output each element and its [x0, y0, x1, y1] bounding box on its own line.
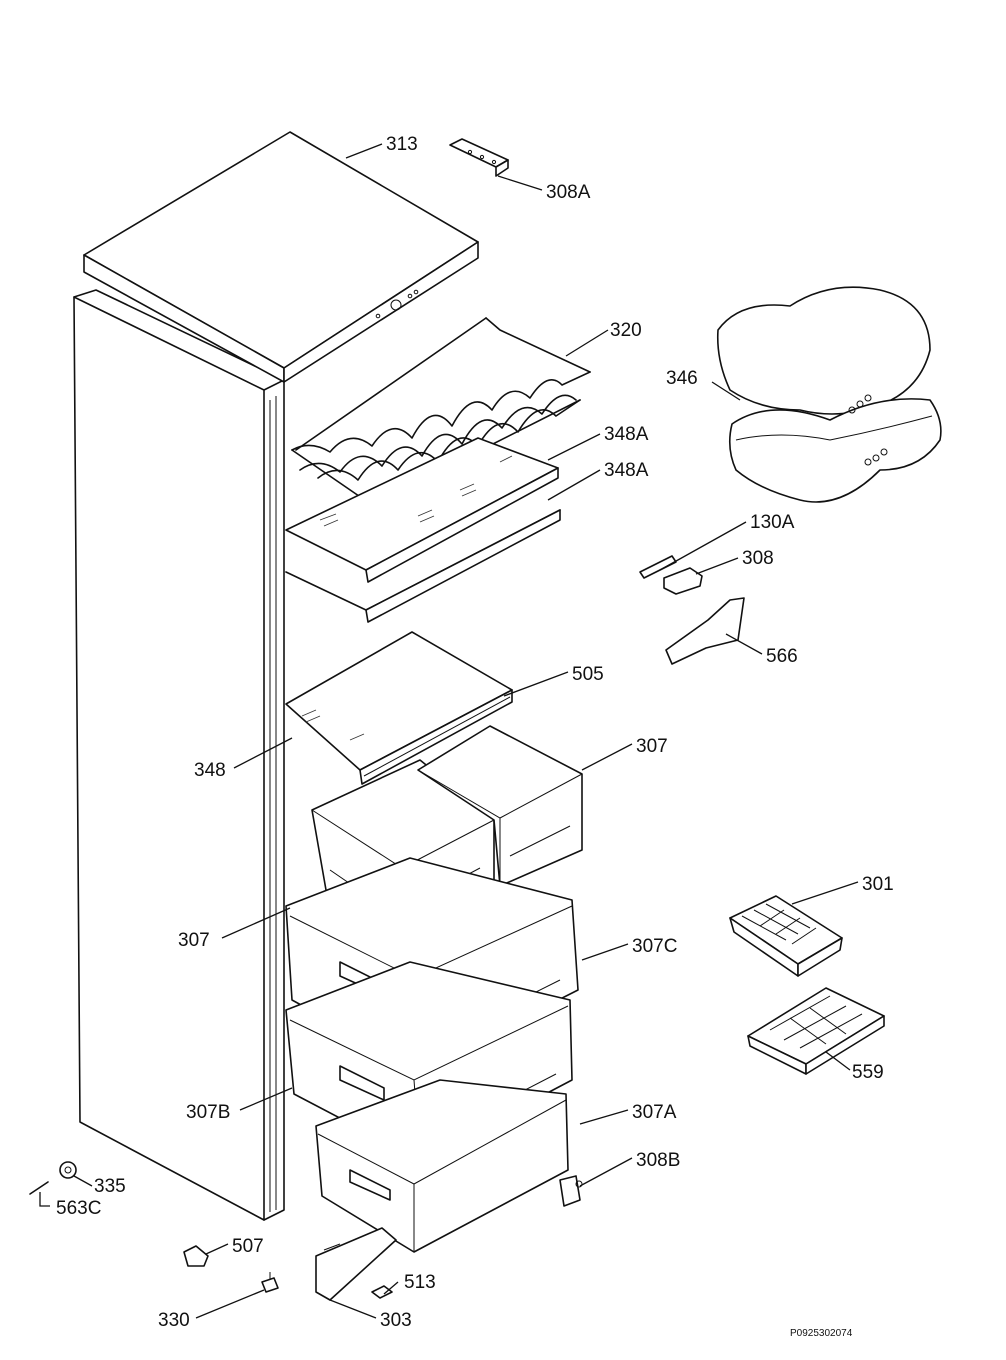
label-330: 330 — [158, 1310, 190, 1331]
tray-559 — [747, 987, 885, 1075]
label-348a-upper: 348A — [604, 424, 649, 445]
small-parts — [29, 1161, 583, 1299]
glass-shelf-348 — [285, 631, 513, 785]
crisper-drawer-307-right — [417, 725, 583, 887]
glass-shelf-348a-upper — [285, 437, 559, 583]
part-labels: 313 308A 320 346 348A 348A 130A 308 566 … — [56, 134, 894, 1331]
label-566: 566 — [766, 646, 798, 667]
label-130a: 130A — [750, 512, 795, 533]
label-307b: 307B — [186, 1102, 230, 1123]
label-303: 303 — [380, 1310, 412, 1331]
label-308b: 308B — [636, 1150, 680, 1171]
freezer-drawer-307a — [315, 1079, 569, 1253]
label-307a: 307A — [632, 1102, 677, 1123]
label-348: 348 — [194, 760, 226, 781]
drawing-code: P0925302074 — [790, 1328, 853, 1339]
label-307-right: 307 — [636, 736, 668, 757]
label-346: 346 — [666, 368, 698, 389]
label-505: 505 — [572, 664, 604, 685]
top-cover — [83, 131, 479, 383]
label-308: 308 — [742, 548, 774, 569]
label-308a: 308A — [546, 182, 591, 203]
label-563c: 563C — [56, 1198, 101, 1219]
ice-tray-301 — [729, 895, 843, 977]
flap-303 — [315, 1227, 397, 1301]
leader-lines — [39, 143, 859, 1319]
label-335: 335 — [94, 1176, 126, 1197]
label-301: 301 — [862, 874, 894, 895]
label-513: 513 — [404, 1272, 436, 1293]
label-348a-lower: 348A — [604, 460, 649, 481]
label-507: 507 — [232, 1236, 264, 1257]
cabinet-body — [73, 289, 285, 1221]
label-313: 313 — [386, 134, 418, 155]
label-320: 320 — [610, 320, 642, 341]
label-307c: 307C — [632, 936, 677, 957]
ice-maker-346 — [716, 286, 942, 503]
glass-shelf-348a-lower — [285, 509, 561, 623]
parts-130a-308-566 — [639, 555, 745, 665]
hinge-308a — [449, 138, 509, 177]
label-307-left: 307 — [178, 930, 210, 951]
label-559: 559 — [852, 1062, 884, 1083]
